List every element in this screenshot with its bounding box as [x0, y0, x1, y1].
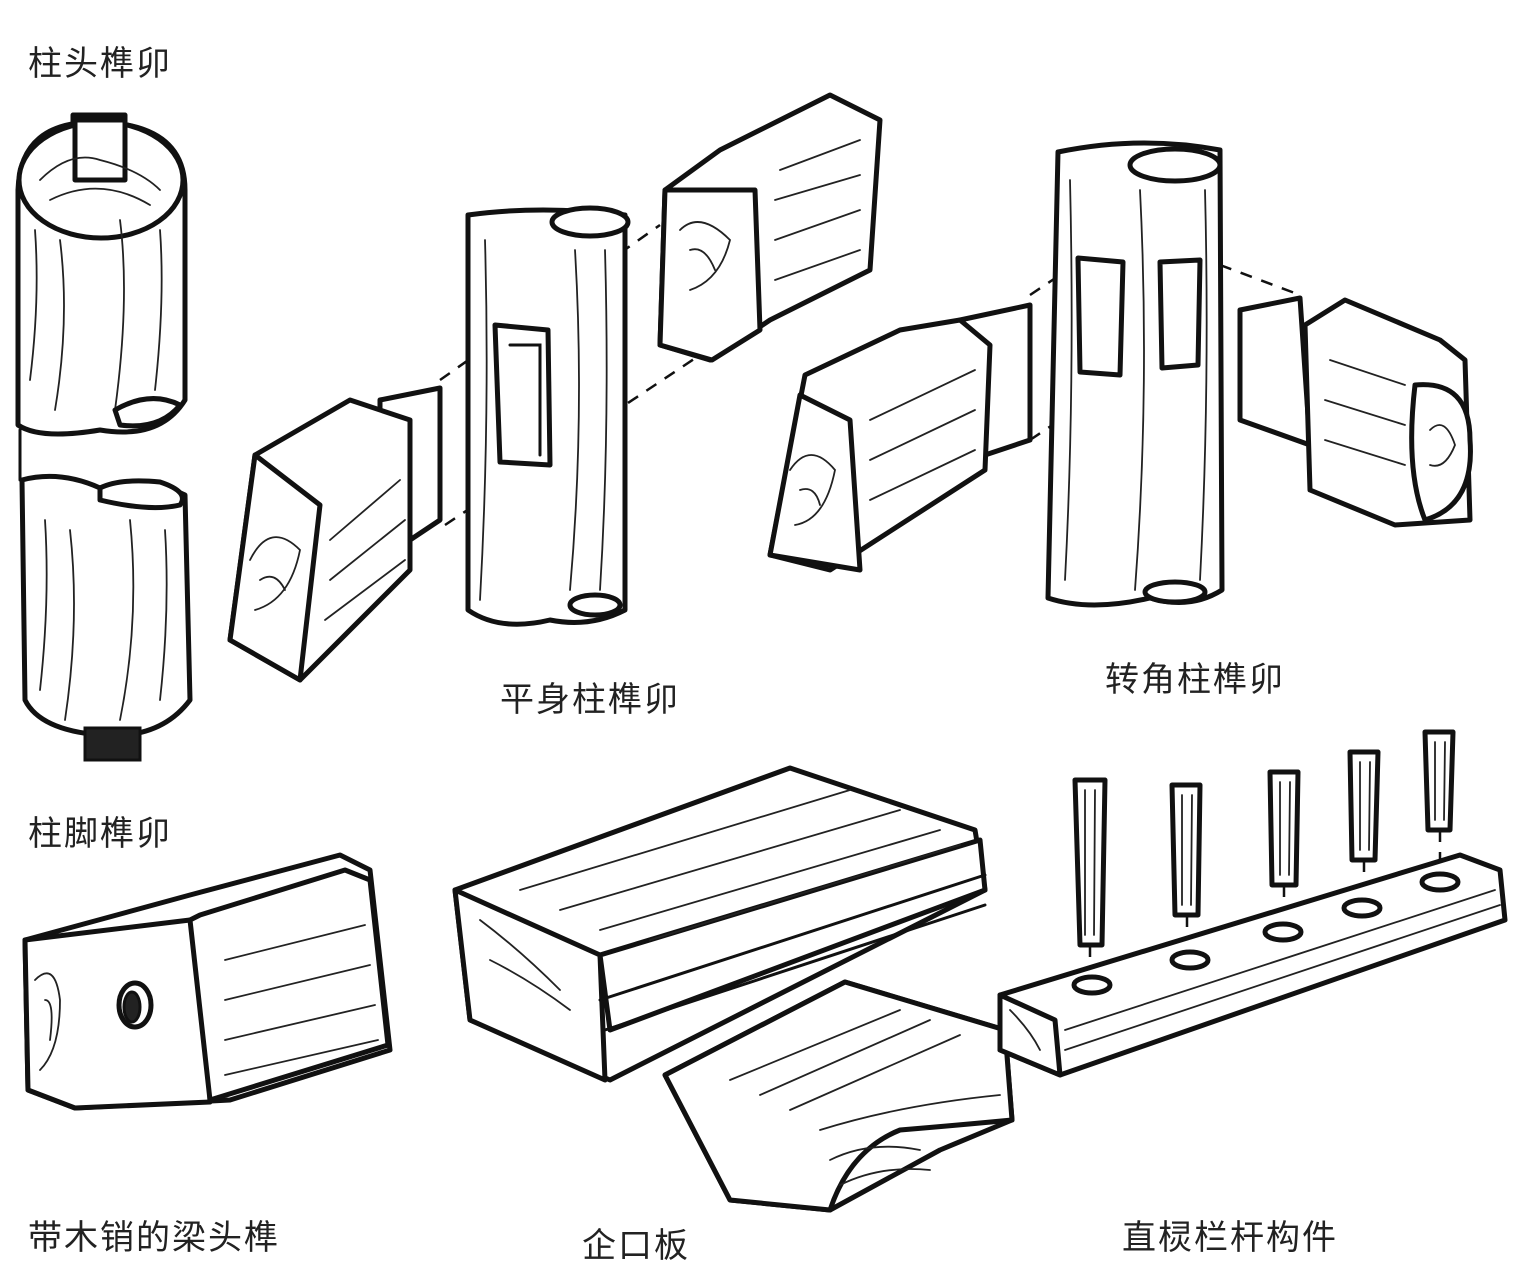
- label-column-foot-joint: 柱脚榫卯: [28, 814, 172, 854]
- beam-head-pin-illustration: [22, 852, 393, 1111]
- tongue-groove-board-illustration: [452, 765, 1015, 1213]
- corner-column-joint-illustration: [767, 140, 1473, 608]
- column-top-illustration: [15, 112, 188, 437]
- straight-baluster-illustration: [997, 729, 1508, 1078]
- label-flat-column-joint: 平身柱榫卯: [500, 680, 680, 720]
- label-beam-head-with-pin: 带木销的梁头榫: [28, 1218, 280, 1258]
- label-straight-baluster-member: 直棂栏杆构件: [1122, 1218, 1338, 1258]
- label-tongue-groove-board: 企口板: [582, 1226, 690, 1266]
- flat-column-joint-illustration: [227, 92, 883, 683]
- label-corner-column-joint: 转角柱榫卯: [1105, 660, 1285, 700]
- column-foot-illustration: [19, 473, 193, 762]
- label-column-top-joint: 柱头榫卯: [28, 44, 172, 84]
